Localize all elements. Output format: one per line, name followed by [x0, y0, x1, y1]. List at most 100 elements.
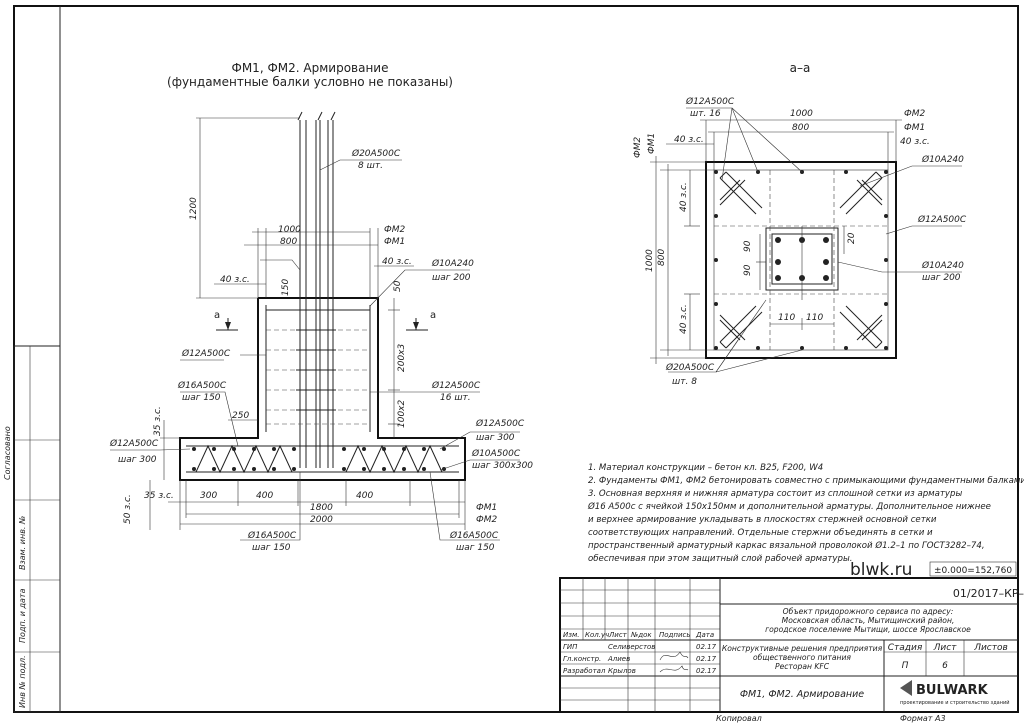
sec-label-step200: шаг 200	[922, 273, 961, 283]
sec-label-d10-240b: Ø10А240	[921, 260, 964, 271]
sec-label-fm1: ФМ1	[904, 123, 925, 133]
sec-dim-1000v: 1000	[645, 249, 655, 272]
signature-2	[659, 665, 689, 673]
dim-800: 800	[280, 237, 297, 247]
label-fm2b: ФМ2	[476, 515, 498, 525]
sec-label-fm2v: ФМ2	[633, 136, 643, 158]
label-d12-left: Ø12А500С	[181, 348, 231, 359]
dim-250: 250	[232, 411, 249, 421]
label-cover50: 50 з.с.	[123, 494, 133, 524]
label-d16-left-step: шаг 150	[182, 393, 221, 403]
label-d20: Ø20А500С	[351, 148, 401, 159]
sec-cover40v-a: 40 з.с.	[679, 182, 689, 212]
section-mark-left: а	[214, 310, 220, 321]
note-3-line5: пространственный арматурный каркас вязал…	[588, 540, 985, 551]
note-3-line2: Ø16 А500с с ячейкой 150х150мм и дополнит…	[587, 501, 991, 512]
watermark: blwk.ru	[850, 560, 912, 580]
label-d16-left: Ø16А500С	[177, 380, 227, 391]
hdr-kol: Кол.уч	[585, 631, 609, 639]
bulwark-logo: BULWARK проектирование и строительство з…	[900, 680, 1010, 706]
stamp-agreed: Согласовано	[3, 426, 12, 480]
label-d12-300b: Ø12А500С	[475, 418, 525, 429]
date-gip: 02.17	[696, 643, 717, 651]
section-name-1: Конструктивные решения предприятия	[722, 644, 883, 653]
dim-300: 300	[200, 491, 217, 501]
sec-dim-110b: 110	[806, 313, 823, 323]
label-d12-300a: Ø12А500С	[109, 438, 159, 449]
hdr-doc: №док	[630, 631, 652, 639]
object-line-2: Московская область, Мытищинский район,	[782, 616, 955, 625]
date-author: 02.17	[696, 667, 717, 675]
sec-label-d12-right: Ø12А500С	[917, 214, 967, 225]
date-chief: 02.17	[696, 655, 717, 663]
name-chief: Алиев	[607, 655, 630, 663]
label-step300b: шаг 300	[476, 433, 515, 443]
elevation-mark: ±0.000=152,760	[934, 566, 1012, 576]
sec-label-fm2: ФМ2	[904, 109, 926, 119]
elevation-subtitle: (фундаментные балки условно не показаны)	[167, 75, 453, 89]
dim-1200: 1200	[189, 197, 199, 220]
label-d16-br: Ø16А500С	[449, 530, 499, 541]
section-view: а–а	[633, 61, 967, 387]
sec-label-d10-240a: Ø10А240	[921, 154, 964, 165]
role-chief: Гл.констр.	[563, 655, 601, 663]
label-d12-right-count: 16 шт.	[440, 393, 471, 403]
stamp-replace: Взам. инв. №	[18, 516, 27, 570]
section-title: а–а	[790, 61, 811, 75]
sec-label-d20: Ø20А500С	[665, 362, 715, 373]
elevation-view: ФМ1, ФМ2. Армирование (фундаментные балк…	[109, 61, 533, 553]
object-line-1: Объект придорожного сервиса по адресу:	[783, 607, 954, 616]
notes: 1. Материал конструкции – бетон кл. В25,…	[587, 463, 1024, 564]
hdr-sign: Подпись	[659, 631, 691, 639]
stage-value: П	[902, 661, 909, 671]
note-1: 1. Материал конструкции – бетон кл. В25,…	[588, 463, 823, 473]
hdr-izm: Изм.	[563, 631, 579, 639]
name-author: Крылов	[608, 667, 636, 675]
sec-dim-800v: 800	[657, 249, 667, 266]
doc-code: 01/2017–КР–1	[953, 587, 1024, 600]
sec-dim-800: 800	[792, 123, 809, 133]
note-3: 3. Основная верхняя и нижняя арматура со…	[588, 489, 962, 499]
note-3-line4: соответствующих направлений. Отдельные с…	[588, 528, 933, 538]
sec-label-fm1v: ФМ1	[647, 133, 657, 154]
label-cover40b: 40 з.с.	[382, 257, 412, 267]
signature-1	[659, 651, 689, 661]
label-d20-count: 8 шт.	[358, 161, 383, 171]
sheets-label: Листов	[973, 643, 1008, 653]
sheet-value: 6	[942, 661, 948, 671]
dim-1000: 1000	[278, 225, 301, 235]
label-step150-br: шаг 150	[456, 543, 495, 553]
note-3-line3: и верхнее армирование укладывать в плоск…	[588, 515, 937, 525]
sec-label-d20-count: шт. 8	[672, 377, 697, 387]
hdr-date: Дата	[695, 631, 714, 639]
bottom-mesh	[186, 444, 459, 474]
dim-150: 150	[281, 279, 291, 296]
role-gip: ГИП	[563, 643, 578, 651]
dim-100x2: 100х2	[397, 399, 407, 428]
label-fm1b: ФМ1	[476, 503, 497, 513]
dim-400a: 400	[256, 491, 273, 501]
label-d12-right: Ø12А500С	[431, 380, 481, 391]
stage-label: Стадия	[888, 643, 923, 653]
name-gip: Селиверстов	[608, 643, 655, 651]
elevation-title: ФМ1, ФМ2. Армирование	[232, 61, 389, 75]
format-label: Формат А3	[900, 714, 946, 723]
sec-dim-90b: 90	[743, 264, 753, 276]
label-cover40: 40 з.с.	[220, 275, 250, 285]
dim-400b: 400	[356, 491, 373, 501]
label-fm2: ФМ2	[384, 225, 406, 235]
note-3-line6: обеспечивая при этом защитный слой рабоч…	[588, 554, 853, 564]
logo-subtext: проектирование и строительство зданий	[900, 699, 1010, 706]
label-fm1: ФМ1	[384, 237, 405, 247]
hdr-list: Лист	[608, 631, 628, 639]
dim-2000: 2000	[310, 515, 333, 525]
dim-200x3: 200х3	[397, 343, 407, 372]
sec-dim-20: 20	[847, 232, 857, 244]
stamp-inv: Инв № подл.	[18, 655, 27, 708]
sec-cover40v-b: 40 з.с.	[679, 304, 689, 334]
label-step200: шаг 200	[432, 273, 471, 283]
sec-label-cover40-left: 40 з.с.	[674, 135, 704, 145]
dim-1800: 1800	[310, 503, 333, 513]
label-step300x300: шаг 300х300	[472, 461, 533, 471]
